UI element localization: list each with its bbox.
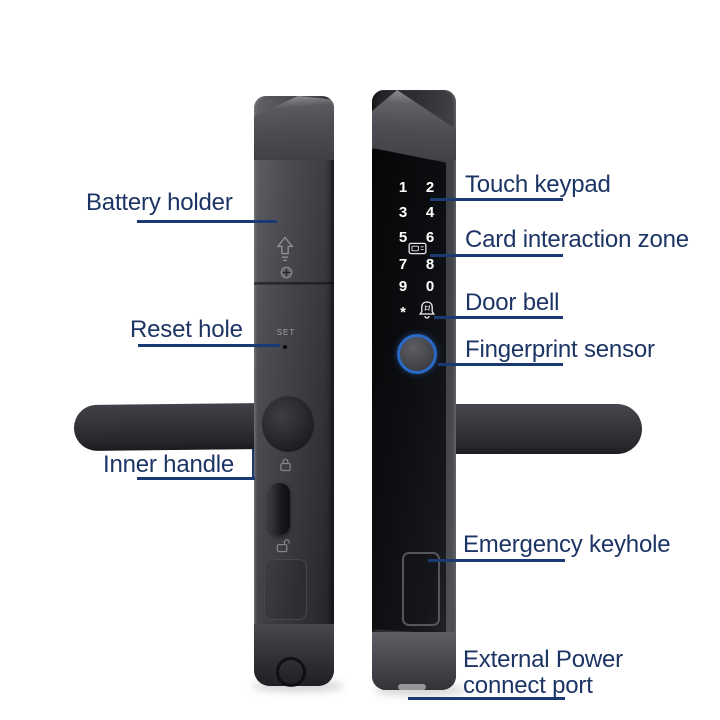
keypad-key-1: 1: [398, 179, 408, 196]
battery-holder-label: Battery holder: [86, 189, 233, 216]
screw-icon: [280, 266, 293, 279]
touch-keypad-line: [430, 198, 563, 201]
keypad-key-3: 3: [398, 204, 408, 221]
keypad-key-6: 6: [425, 229, 435, 246]
card-zone-label: Card interaction zone: [465, 226, 689, 253]
body-seam: [254, 282, 334, 285]
fingerprint-sensor: [397, 334, 437, 374]
reset-hole-line: [138, 344, 280, 347]
keypad-key-0: 0: [425, 278, 435, 295]
external-power-label-line2: connect port: [463, 672, 593, 699]
battery-holder-line: [137, 220, 277, 223]
outer-lock-bottom-cap: [372, 632, 456, 690]
inner-handle-line: [137, 477, 255, 480]
battery-door: [264, 559, 307, 620]
lock-open-icon: [276, 539, 290, 553]
callout-elbow-inner-handle: [252, 430, 255, 480]
reset-hole-dot: [283, 345, 287, 349]
fingerprint-line: [438, 363, 563, 366]
keypad-key-9: 9: [398, 278, 408, 295]
outer-lock-unit: 1 2 3 4 5 6 7 8 9 0 *: [372, 90, 456, 690]
doorbell-icon: [419, 301, 435, 319]
battery-direction-arrow-icon: [276, 236, 294, 262]
fingerprint-label: Fingerprint sensor: [465, 336, 655, 363]
external-power-label: External Power connect port: [463, 647, 623, 699]
outer-handle: [436, 404, 642, 454]
keypad-key-star: *: [400, 304, 406, 321]
card-zone-line: [430, 254, 563, 257]
external-power-line: [408, 697, 565, 700]
external-power-label-line1: External Power: [463, 646, 623, 673]
door-bell-line: [434, 316, 563, 319]
outer-lock-top-cap: [372, 90, 456, 160]
emergency-keyhole-line: [428, 559, 565, 562]
emergency-keyhole: [402, 552, 440, 626]
inner-lock-bottom-cap: [254, 624, 334, 687]
keypad-key-8: 8: [425, 256, 435, 273]
inner-lock-unit: SET: [254, 96, 334, 687]
bottom-screw-recess: [276, 657, 306, 687]
emergency-keyhole-label: Emergency keyhole: [463, 531, 671, 558]
inner-handle-label: Inner handle: [103, 451, 235, 478]
keypad-key-2: 2: [425, 179, 435, 196]
keypad-key-4: 4: [425, 204, 435, 221]
touch-keypad-label: Touch keypad: [465, 171, 611, 198]
keypad-key-5: 5: [398, 229, 408, 246]
reset-hole-label: Reset hole: [130, 316, 243, 343]
inner-handle: [73, 402, 281, 452]
external-power-port: [398, 684, 426, 690]
card-icon: [408, 242, 427, 255]
inner-handle-boss: [262, 396, 314, 452]
keypad-key-7: 7: [398, 256, 408, 273]
door-bell-label: Door bell: [465, 289, 560, 316]
inner-lock-top-cap: [254, 96, 334, 160]
thumbturn-knob: [269, 483, 290, 535]
set-label: SET: [276, 328, 296, 337]
lock-closed-icon: [280, 458, 291, 472]
